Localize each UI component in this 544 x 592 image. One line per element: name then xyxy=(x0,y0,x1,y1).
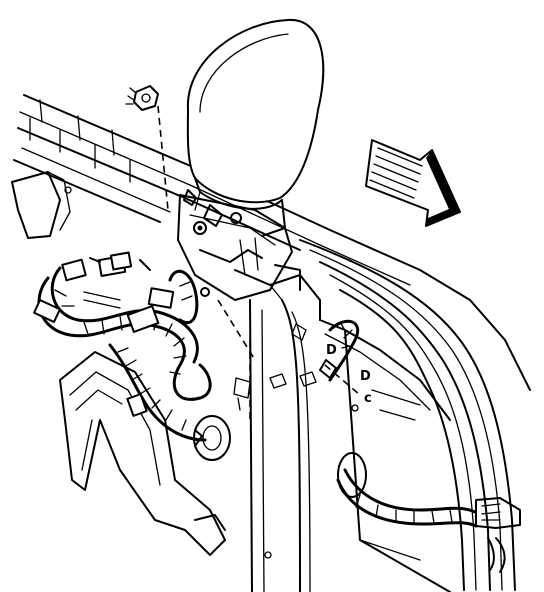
direction-arrow xyxy=(365,139,461,227)
ref-label-a: D xyxy=(326,343,337,358)
mirror-mount-bracket xyxy=(177,189,293,301)
harness-clips xyxy=(233,323,317,411)
routing-guide xyxy=(319,359,361,396)
mirror-wire-harness xyxy=(37,266,212,442)
ref-label-b: D xyxy=(360,369,371,384)
harness-grommet xyxy=(193,415,231,461)
mounting-nut xyxy=(125,85,159,111)
door-trim-panel xyxy=(59,351,226,556)
door-frame-outer-curves xyxy=(299,239,516,591)
door-frame-upper-rails xyxy=(11,94,531,391)
outside-mirror xyxy=(186,18,325,237)
ref-label-c: c xyxy=(364,391,372,406)
harness-connectors xyxy=(33,251,175,417)
door-inner-panel xyxy=(234,264,451,592)
assembly-guide-lines xyxy=(157,105,256,420)
door-wire-harness xyxy=(328,319,521,573)
